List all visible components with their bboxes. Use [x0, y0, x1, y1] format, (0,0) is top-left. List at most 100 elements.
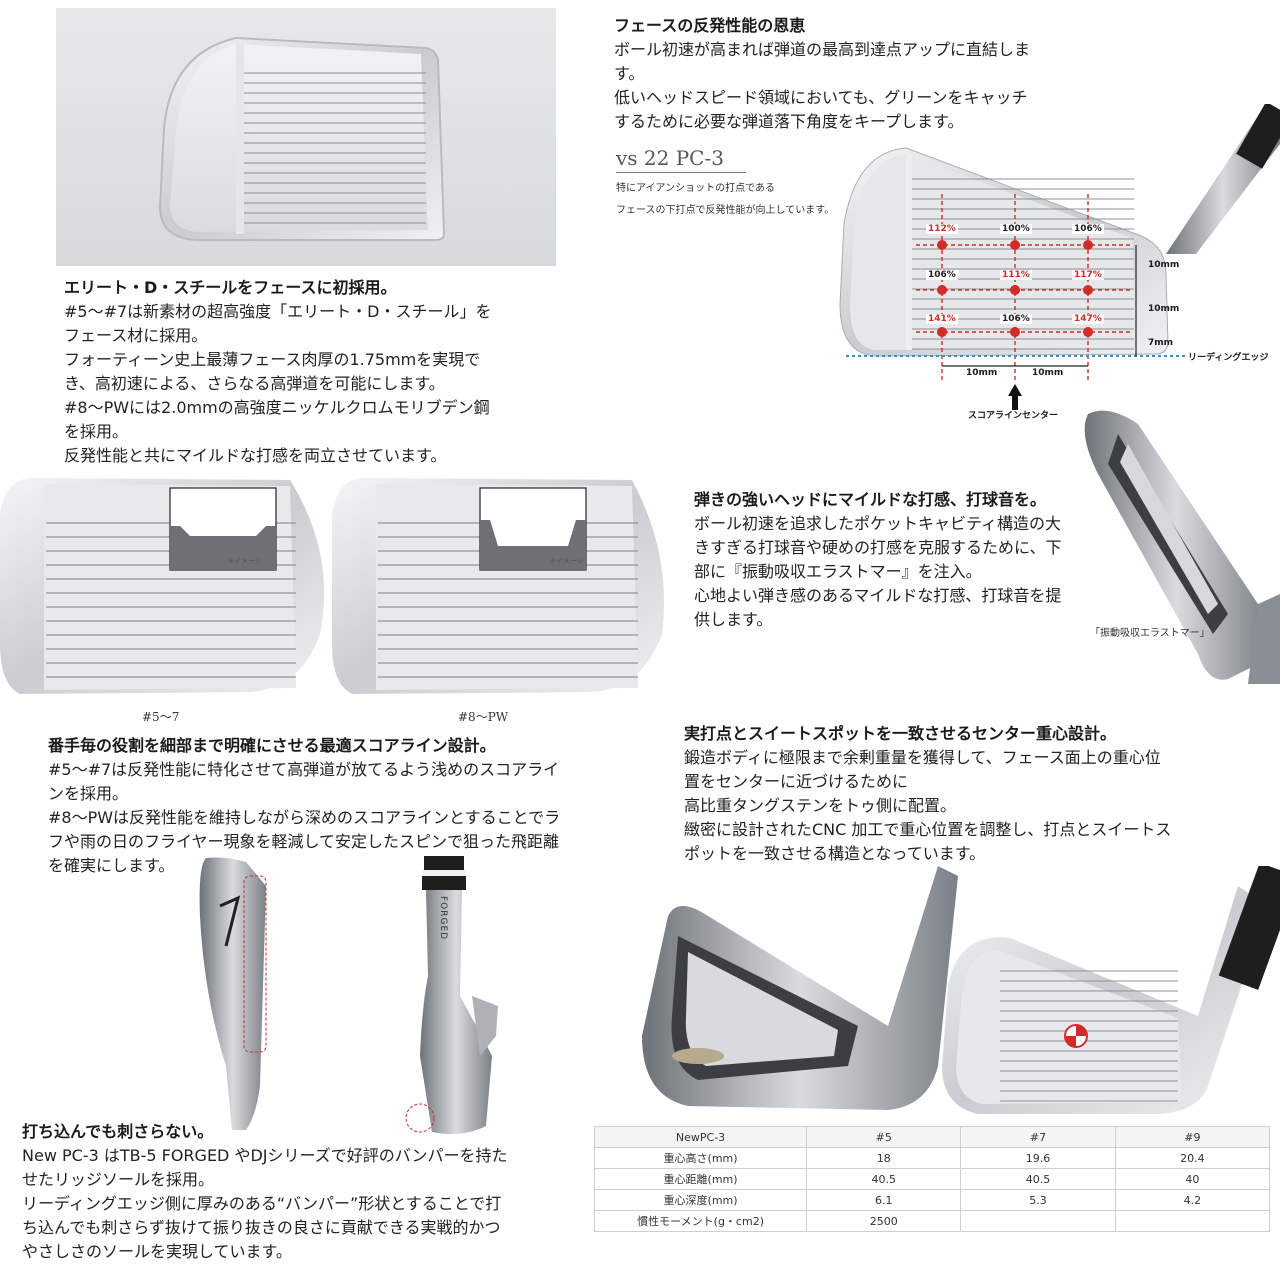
rebound-value: 112% — [926, 224, 958, 234]
center-gravity-line: 高比重タングステンをトゥ側に配置。 — [684, 796, 957, 815]
mild-feel-title: 弾きの強いヘッドにマイルドな打感、打球音を。 — [694, 490, 1047, 509]
elite-steel-line: #5～#7は新素材の超高強度「エリート・D・スチール」を — [64, 302, 492, 321]
spec-cell: 18 — [806, 1147, 962, 1169]
elite-steel-line: #8～PWには2.0mmの高強度ニッケルクロムモリブデン鋼 — [64, 398, 490, 417]
scoreline-line: #8～PWは反発性能を維持しながら深めのスコアラインとすることでラ — [48, 808, 561, 827]
sole-heel-photo: FORGED — [402, 856, 512, 1138]
score-center-label: スコアラインセンター — [968, 411, 1059, 421]
spec-cell: 重心深度(mm) — [593, 1189, 808, 1211]
cavity-face-photo — [638, 866, 1280, 1116]
center-gravity-title: 実打点とスイートスポットを一致させるセンター重心設計。 — [684, 724, 1117, 743]
mild-feel-line: 心地よい弾き感のあるマイルドな打感、打球音を提 — [694, 586, 1062, 605]
elite-steel-line: を採用。 — [64, 422, 129, 441]
scoreline-line: ンを採用。 — [48, 784, 129, 803]
rebound-value: 111% — [1000, 270, 1032, 280]
mild-feel-line: 部に『振動吸収エラストマー』を注入。 — [694, 562, 982, 581]
spec-cell: 重心距離(mm) — [593, 1168, 808, 1190]
cavity-face-image — [642, 866, 1280, 1114]
groove-photo-8-pw: ※イメージ — [332, 474, 672, 704]
scoreline-title: 番手毎の役割を細部まで明確にさせる最適スコアライン設計。 — [48, 736, 496, 755]
shaft-brand-label: FORGED — [438, 896, 448, 941]
rebound-value: 100% — [1000, 224, 1032, 234]
rebound-value: 117% — [1072, 270, 1104, 280]
sole-line: せたリッジソールを採用。 — [22, 1170, 215, 1189]
spec-table: NewPC-3 #5 #7 #9 重心高さ(mm) 18 19.6 20.4 重… — [593, 1126, 1271, 1232]
scoreline-line: を確実にします。 — [48, 856, 175, 875]
sole-line: やさしさのソールを実現しています。 — [22, 1242, 292, 1261]
sole-title: 打ち込んでも刺さらない。 — [22, 1122, 214, 1141]
leading-edge-label: リーディングエッジ — [1188, 353, 1269, 363]
dimension-label: 10mm — [1148, 260, 1180, 270]
dimension-label: 7mm — [1148, 338, 1174, 348]
rebound-value: 106% — [1000, 314, 1032, 324]
spec-cell: 5.3 — [960, 1189, 1116, 1211]
sole-toe-image — [199, 857, 267, 1130]
spec-cell: 19.6 — [960, 1147, 1116, 1169]
table-row: 慣性モーメント(g・cm2) 2500 — [593, 1210, 1271, 1232]
groove-caption-8-pw: #8～PW — [458, 710, 509, 724]
rebound-diagram-image — [839, 104, 1280, 410]
spec-cell: 40.5 — [960, 1168, 1116, 1190]
spec-cell — [960, 1210, 1116, 1232]
comparison-note: フェースの下打点で反発性能が向上しています。 — [616, 205, 835, 216]
center-gravity-line: 置をセンターに近づけるために — [684, 772, 909, 791]
cavity-back-photo: 「振動吸収エラストマー」 — [1078, 404, 1280, 684]
face-feature-line: す。 — [614, 64, 645, 83]
table-row: 重心深度(mm) 6.1 5.3 4.2 — [593, 1189, 1271, 1211]
spec-cell: 重心高さ(mm) — [593, 1147, 808, 1169]
spec-header-cell: #7 — [960, 1126, 1116, 1148]
table-row: 重心距離(mm) 40.5 40.5 40 — [593, 1168, 1271, 1190]
spec-header-cell: #5 — [806, 1126, 962, 1148]
dimension-label: 10mm — [1032, 368, 1064, 378]
sole-line: リーディングエッジ側に厚みのある“バンパー”形状とすることで打 — [22, 1194, 502, 1213]
mild-feel-line: 供します。 — [694, 610, 773, 629]
elastomer-label: 「振動吸収エラストマー」 — [1090, 628, 1210, 639]
iron-face-photo — [56, 8, 556, 266]
club-number: 7 — [214, 900, 215, 901]
spec-cell: 20.4 — [1114, 1147, 1271, 1169]
center-gravity-line: ポットを一致させる構造となっています。 — [684, 844, 986, 863]
spec-header-cell: NewPC-3 — [593, 1126, 808, 1148]
elite-steel-title: エリート・D・スチールをフェースに初採用。 — [64, 278, 397, 297]
groove-photo-5-7: ※イメージ — [0, 474, 336, 704]
center-gravity-line: 鍛造ボディに極限まで余剰重量を獲得して、フェース面上の重心位 — [684, 748, 1161, 767]
sole-toe-photo: 7 — [196, 856, 278, 1132]
face-feature-title: フェースの反発性能の恩恵 — [614, 16, 806, 35]
face-feature-line: ボール初速が高まれば弾道の最高到達点アップに直結しま — [614, 40, 1031, 59]
dimension-label: 10mm — [966, 368, 998, 378]
spec-cell: 40.5 — [806, 1168, 962, 1190]
sole-line: New PC-3 はTB-5 FORGED やDJシリーズで好評のバンパーを持た — [22, 1146, 508, 1165]
groove-image-8-pw — [332, 478, 664, 694]
rebound-value: 147% — [1072, 314, 1104, 324]
elite-steel-line: フェース材に採用。 — [64, 326, 208, 345]
sole-line: ち込んでも刺さらず抜けて振り抜きの良さに貢献できる実戦的かつ — [22, 1218, 501, 1237]
face-feature-line: するために必要な弾道落下角度をキープします。 — [614, 112, 964, 131]
groove-caption-5-7: #5～7 — [142, 710, 180, 724]
scoreline-line: フや雨の日のフライヤー現象を軽減して安定したスピンで狙った飛距離 — [48, 832, 560, 851]
spec-header-row: NewPC-3 #5 #7 #9 — [593, 1126, 1271, 1148]
spec-cell: 40 — [1114, 1168, 1271, 1190]
rebound-value: 106% — [926, 270, 958, 280]
elite-steel-line: き、高初速による、さらなる高弾道を可能にします。 — [64, 374, 445, 393]
image-note: ※イメージ — [228, 557, 262, 565]
spec-cell — [1114, 1210, 1271, 1232]
rebound-diagram: 112% 100% 106% 106% 111% 117% 141% 106% … — [836, 104, 1280, 434]
face-feature-line: 低いヘッドスピード領域においても、グリーンをキャッチ — [614, 88, 1028, 107]
center-gravity-line: 緻密に設計されたCNC 加工で重心位置を調整し、打点とスイートス — [684, 820, 1172, 839]
elite-steel-line: フォーティーン史上最薄フェース肉厚の1.75mmを実現で — [64, 350, 481, 369]
spec-cell: 慣性モーメント(g・cm2) — [593, 1210, 808, 1232]
cavity-back-image — [1084, 410, 1280, 684]
rebound-value: 106% — [1072, 224, 1104, 234]
mild-feel-line: ボール初速を追求したポケットキャビティ構造の大 — [694, 514, 1062, 533]
spec-cell: 2500 — [806, 1210, 962, 1232]
rebound-value: 141% — [926, 314, 958, 324]
image-note: ※イメージ — [550, 557, 584, 565]
dimension-label: 10mm — [1148, 304, 1180, 314]
groove-image-5-7 — [0, 478, 325, 694]
vs-label: vs 22 PC-3 — [616, 146, 746, 173]
spec-header-cell: #9 — [1114, 1126, 1271, 1148]
elite-steel-line: 反発性能と共にマイルドな打感を両立させています。 — [64, 446, 447, 465]
table-row: 重心高さ(mm) 18 19.6 20.4 — [593, 1147, 1271, 1169]
spec-cell: 4.2 — [1114, 1189, 1271, 1211]
scoreline-line: #5～#7は反発性能に特化させて高弾道が放てるよう浅めのスコアライ — [48, 760, 560, 779]
